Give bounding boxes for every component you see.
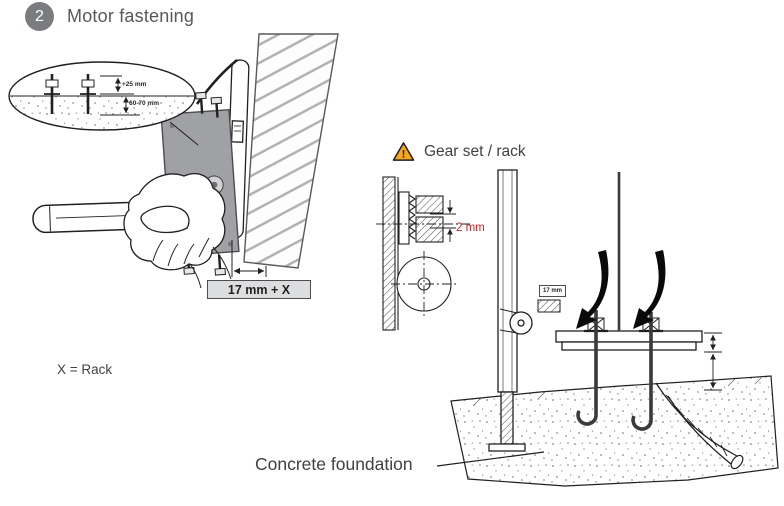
- section-title: Motor fastening: [67, 6, 195, 26]
- plate-offset-label: 17 mm: [539, 285, 566, 297]
- warning-exclamation: !: [402, 149, 406, 161]
- inset-embed-depth-label: 60-70 mm: [129, 100, 159, 107]
- warning-icon: !: [392, 142, 415, 161]
- section-header: 2 Motor fastening: [25, 2, 194, 31]
- gear-rack-heading: ! Gear set / rack: [392, 141, 526, 162]
- clearance-dimension-arrow: [430, 200, 456, 242]
- concrete-foundation-label: Concrete foundation: [255, 454, 413, 474]
- conduit-tube-graphic: [655, 382, 744, 470]
- step-number: 2: [35, 7, 44, 25]
- gate-post-graphic: [243, 33, 339, 269]
- step-number-badge: 2: [25, 2, 54, 31]
- right-figure: [376, 169, 779, 487]
- inset-dimension-arrows: [100, 75, 140, 116]
- concrete-foundation-graphic: [450, 375, 779, 487]
- left-figure: [8, 33, 339, 289]
- height-dimension-arrows: [704, 332, 722, 391]
- clearance-dimension-label: 2 mm: [456, 222, 485, 234]
- foundation-leader-line: [436, 451, 545, 467]
- anchor-bolts-graphic: [576, 172, 653, 431]
- gate-post-side-graphic: [488, 169, 561, 452]
- offset-dimension-label: 17 mm + X: [207, 280, 311, 299]
- rack-legend: X = Rack: [57, 362, 113, 377]
- rack-gear-section: [376, 176, 470, 331]
- inset-protrusion-label: +25 mm: [122, 81, 147, 88]
- hand-illustration: [123, 173, 232, 289]
- gear-rack-title: Gear set / rack: [424, 142, 526, 160]
- offset-dimension-arrow: [231, 240, 267, 277]
- press-down-arrows: [576, 250, 666, 329]
